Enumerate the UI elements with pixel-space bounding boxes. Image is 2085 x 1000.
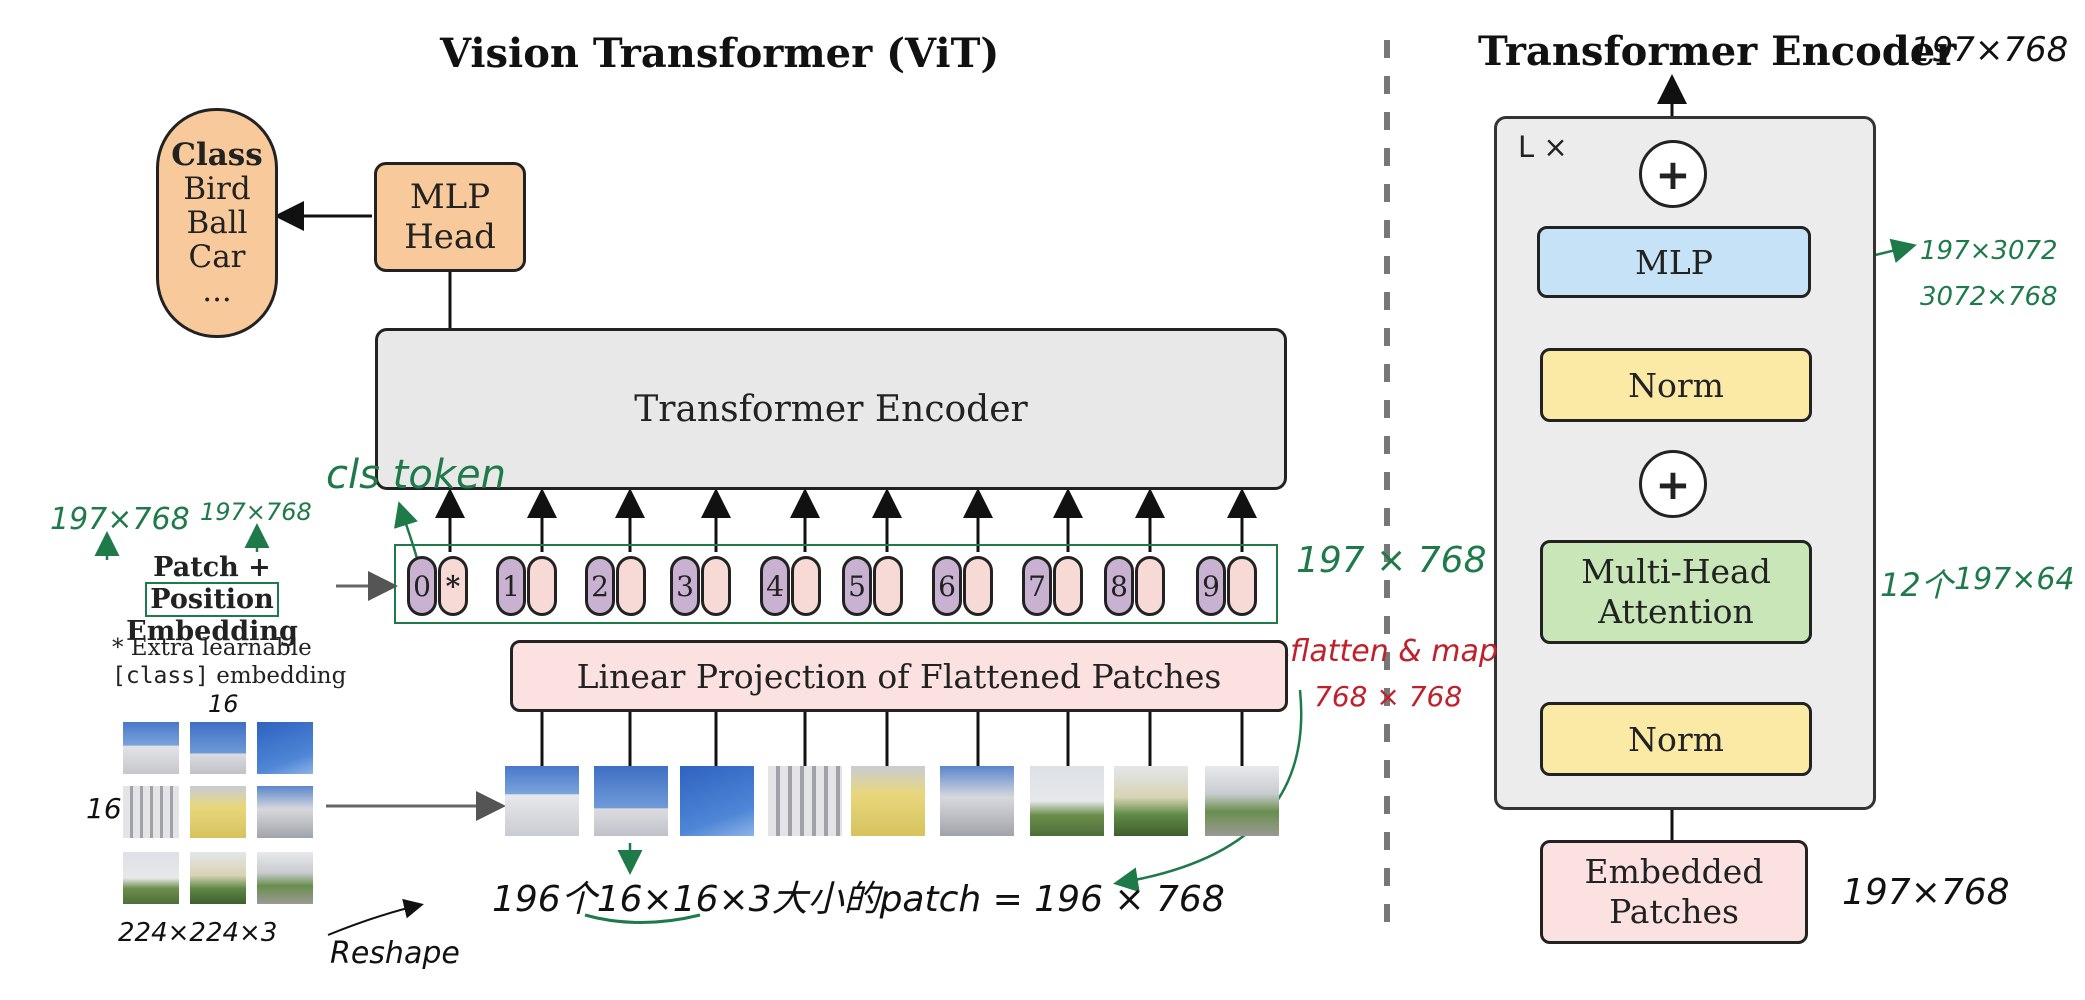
embedding-label: Patch + Position Embedding xyxy=(92,552,332,648)
token-embedding-5 xyxy=(873,556,903,616)
token-position-0: 0 xyxy=(407,556,437,616)
extra-learnable-note: * Extra learnable [class] embedding xyxy=(112,634,346,690)
patch-image-7 xyxy=(1030,766,1104,836)
multi-head-attention-block: Multi-Head Attention xyxy=(1540,540,1812,644)
extra-note-line1: * Extra learnable xyxy=(112,635,312,661)
token-position-4: 4 xyxy=(760,556,790,616)
token-position-1: 1 xyxy=(496,556,526,616)
patch-image-9 xyxy=(1205,766,1279,836)
token-position-5: 5 xyxy=(842,556,872,616)
mha-line1: Multi-Head xyxy=(1581,552,1771,591)
embedded-line2: Patches xyxy=(1609,892,1739,931)
token-embedding-4 xyxy=(791,556,821,616)
dim-annotation-position: 197×768 xyxy=(200,498,312,526)
residual-add-top-icon: + xyxy=(1639,140,1707,208)
patch-image-8 xyxy=(1114,766,1188,836)
right-title-dims-annotation: 197×768 xyxy=(1910,30,2069,70)
linear-projection-box: Linear Projection of Flattened Patches xyxy=(510,640,1288,712)
class-item-ball: Ball xyxy=(186,205,248,241)
grid-patch-7 xyxy=(123,852,179,904)
mlp-dims-annotation-1: 197×3072 xyxy=(1920,236,2058,266)
layer-repeat-label: L × xyxy=(1518,130,1568,164)
mha-heads-annotation: 12个 xyxy=(1880,566,1953,604)
patch-label: Patch + xyxy=(153,552,271,583)
token-up-arrows xyxy=(435,488,1257,552)
token-position-6: 6 xyxy=(932,556,962,616)
patch-height-annotation: 16 xyxy=(86,792,122,825)
grid-patch-3 xyxy=(257,722,313,774)
token-embedding-8 xyxy=(1135,556,1165,616)
flatten-map-annotation: flatten & map xyxy=(1290,634,1498,669)
cls-token-annotation: cls token xyxy=(326,452,506,498)
mha-dims-annotation: 197×64 xyxy=(1954,562,2075,597)
token-embedding-3 xyxy=(701,556,731,616)
dim-annotation-tokens: 197 × 768 xyxy=(1296,540,1487,581)
position-label: Position xyxy=(145,582,279,617)
patch-image-3 xyxy=(680,766,754,836)
token-embedding-6 xyxy=(963,556,993,616)
embedded-dims-annotation: 197×768 xyxy=(1842,872,2010,913)
class-output-box: Class Bird Ball Car ... xyxy=(156,108,278,338)
grid-patch-1 xyxy=(123,722,179,774)
patch-count-annotation: 196个16×16×3大小的patch = 196 × 768 xyxy=(492,870,1225,922)
grid-patch-4 xyxy=(123,786,179,838)
vit-title: Vision Transformer (ViT) xyxy=(440,30,1000,77)
mlp-head-line1: MLP xyxy=(409,177,491,217)
patch-size: 16×16×3 xyxy=(596,879,772,920)
token-embedding-1 xyxy=(527,556,557,616)
norm-top-block: Norm xyxy=(1540,348,1812,422)
mlp-block: MLP xyxy=(1537,226,1811,298)
dim-annotation-patch: 197×768 xyxy=(50,502,190,537)
patch-image-1 xyxy=(505,766,579,836)
mha-line2: Attention xyxy=(1598,592,1754,631)
patch-image-6 xyxy=(940,766,1014,836)
patch-width-annotation: 16 xyxy=(208,690,239,718)
token-position-9: 9 xyxy=(1196,556,1226,616)
token-position-2: 2 xyxy=(585,556,615,616)
encoder-detail-title: Transformer Encoder xyxy=(1478,28,1957,75)
projection-dims-annotation: 768 × 768 xyxy=(1314,680,1463,713)
token-position-3: 3 xyxy=(670,556,700,616)
norm-bottom-block: Norm xyxy=(1540,702,1812,776)
mlp-dims-annotation-2: 3072×768 xyxy=(1920,282,2058,312)
reshape-annotation: Reshape xyxy=(330,936,460,971)
token-embedding-9 xyxy=(1227,556,1257,616)
patch-count: 196个 xyxy=(492,879,597,920)
transformer-encoder-block: Transformer Encoder xyxy=(375,328,1287,490)
grid-patch-5 xyxy=(190,786,246,838)
token-position-7: 7 xyxy=(1022,556,1052,616)
grid-patch-9 xyxy=(257,852,313,904)
patch-image-4 xyxy=(768,766,842,836)
mlp-head-box: MLP Head xyxy=(374,162,526,272)
token-embedding-2 xyxy=(616,556,646,616)
class-item-more: ... xyxy=(202,273,232,309)
token-position-8: 8 xyxy=(1104,556,1134,616)
token-embedding-7 xyxy=(1053,556,1083,616)
residual-add-bottom-icon: + xyxy=(1639,450,1707,518)
grid-patch-8 xyxy=(190,852,246,904)
patch-description: 大小的patch = 196 × 768 xyxy=(771,879,1225,920)
patch-image-5 xyxy=(851,766,925,836)
class-title: Class xyxy=(171,137,263,173)
grid-patch-6 xyxy=(257,786,313,838)
embedding-word: Embedding xyxy=(126,616,298,647)
embedded-line1: Embedded xyxy=(1584,852,1764,891)
embedded-patches-block: Embedded Patches xyxy=(1540,840,1808,944)
token-cls-embedding: * xyxy=(438,556,468,616)
projection-to-patch-lines xyxy=(540,712,1244,766)
class-item-bird: Bird xyxy=(183,171,251,207)
extra-note-line2: embedding xyxy=(208,663,347,689)
grid-patch-2 xyxy=(190,722,246,774)
patch-image-2 xyxy=(594,766,668,836)
mlp-head-line2: Head xyxy=(404,217,496,257)
class-mono-token: [class] xyxy=(112,663,209,689)
image-dims-annotation: 224×224×3 xyxy=(118,918,278,948)
class-item-car: Car xyxy=(188,239,246,275)
